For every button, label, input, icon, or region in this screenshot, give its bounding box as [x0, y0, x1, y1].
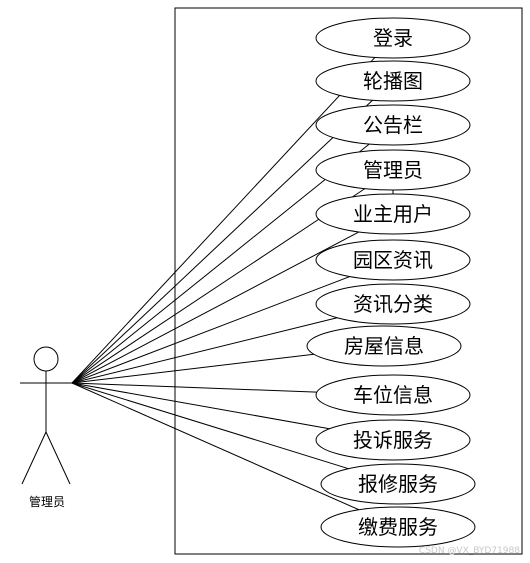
association-line [71, 57, 376, 384]
association-line [71, 382, 360, 511]
association-line [71, 143, 370, 384]
use-case-ellipse [315, 104, 471, 146]
use-case-label: 缴费服务 [358, 515, 438, 539]
use-case: 资讯分类 [315, 283, 471, 325]
use-case-label: 业主用户 [353, 202, 433, 226]
actor-head [33, 346, 59, 372]
association-line [71, 231, 360, 384]
actor-figure [20, 346, 72, 485]
use-case-label: 管理员 [363, 158, 423, 182]
association-line [71, 382, 349, 470]
association-line [71, 353, 315, 384]
use-case: 投诉服务 [315, 419, 471, 461]
use-case: 业主用户 [315, 193, 471, 235]
use-case-label: 登录 [373, 26, 413, 50]
use-case-ellipse [315, 17, 471, 59]
use-case-label: 投诉服务 [353, 428, 433, 452]
use-case: 园区资讯 [315, 239, 471, 281]
association-line [71, 188, 366, 384]
use-case-ellipse [315, 60, 471, 102]
system-boundary [174, 7, 523, 555]
use-case-ellipse [315, 283, 471, 325]
use-case: 车位信息 [315, 374, 471, 416]
use-case-label: 车位信息 [353, 383, 433, 407]
use-case-label: 房屋信息 [344, 334, 424, 358]
use-case: 报修服务 [320, 463, 476, 505]
use-case: 公告栏 [315, 104, 471, 146]
use-case-list: 登录轮播图公告栏管理员业主用户园区资讯资讯分类房屋信息车位信息投诉服务报修服务缴… [306, 17, 476, 548]
actor-left-leg [21, 431, 47, 485]
use-case: 缴费服务 [320, 506, 476, 548]
actor-right-leg [45, 431, 71, 485]
use-case-label: 公告栏 [363, 113, 423, 137]
use-case-ellipse [315, 239, 471, 281]
use-case-label: 轮播图 [363, 69, 423, 93]
watermark-text: CSDN @VX_BYD71988 [419, 546, 520, 556]
use-case-ellipse [315, 149, 471, 191]
use-case-ellipse [320, 506, 476, 548]
association-line [71, 382, 317, 393]
use-case-ellipse [306, 325, 462, 367]
association-line [71, 276, 350, 384]
use-case: 房屋信息 [306, 325, 462, 367]
use-case-ellipse [315, 193, 471, 235]
actor-label: 管理员 [29, 494, 65, 509]
use-case-label: 资讯分类 [353, 292, 433, 316]
use-case-label: 园区资讯 [353, 248, 433, 272]
association-lines [71, 57, 376, 511]
association-line [71, 99, 373, 384]
use-case-ellipse [315, 374, 471, 416]
use-case-ellipse [315, 419, 471, 461]
use-case-label: 报修服务 [358, 472, 438, 496]
use-case: 管理员 [315, 149, 471, 191]
use-case-ellipse [320, 463, 476, 505]
use-case: 登录 [315, 17, 471, 59]
use-case: 轮播图 [315, 60, 471, 102]
association-line [71, 317, 338, 384]
association-line [71, 382, 330, 430]
